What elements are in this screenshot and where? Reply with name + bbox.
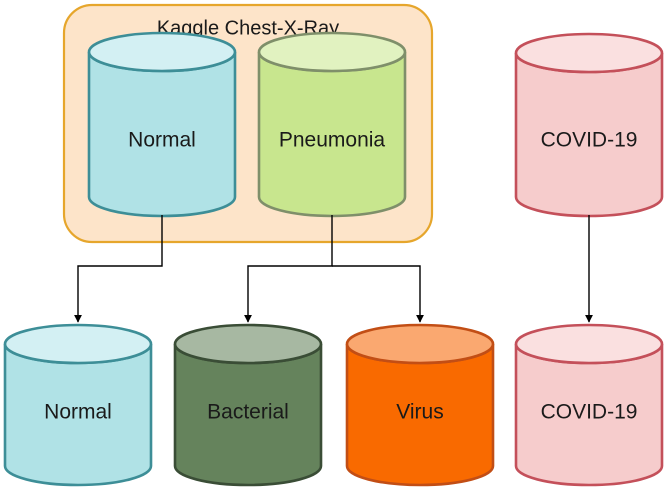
source-covid-cylinder: COVID-19	[514, 32, 664, 218]
target-normal-cylinder: Normal	[3, 323, 153, 487]
target-normal-label: Normal	[44, 401, 112, 424]
target-covid-cylinder: COVID-19	[514, 323, 664, 487]
source-covid-lid	[514, 32, 664, 74]
target-virus-lid	[345, 323, 495, 365]
target-virus-cylinder: Virus	[345, 323, 495, 487]
target-bacterial-lid	[173, 323, 323, 365]
source-pneumonia-lid	[257, 31, 407, 73]
target-covid-lid	[514, 323, 664, 365]
pneumonia-to-bacterial-arrow	[244, 215, 333, 323]
target-virus-label: Virus	[396, 401, 443, 424]
kaggle-group-title: Kaggle Chest-X-Ray	[157, 17, 339, 39]
source-normal-lid	[87, 31, 237, 73]
source-covid-label: COVID-19	[541, 129, 638, 152]
source-pneumonia-cylinder: Pneumonia	[257, 31, 407, 218]
target-covid-label: COVID-19	[541, 401, 638, 424]
source-normal-cylinder: Normal	[87, 31, 237, 218]
pneumonia-to-virus-arrow	[332, 265, 424, 323]
target-bacterial-cylinder: Bacterial	[173, 323, 323, 487]
source-pneumonia-label: Pneumonia	[279, 129, 386, 152]
normal-to-normal-arrow	[74, 215, 163, 323]
source-normal-label: Normal	[128, 129, 196, 152]
target-normal-lid	[3, 323, 153, 365]
target-bacterial-label: Bacterial	[207, 401, 289, 424]
